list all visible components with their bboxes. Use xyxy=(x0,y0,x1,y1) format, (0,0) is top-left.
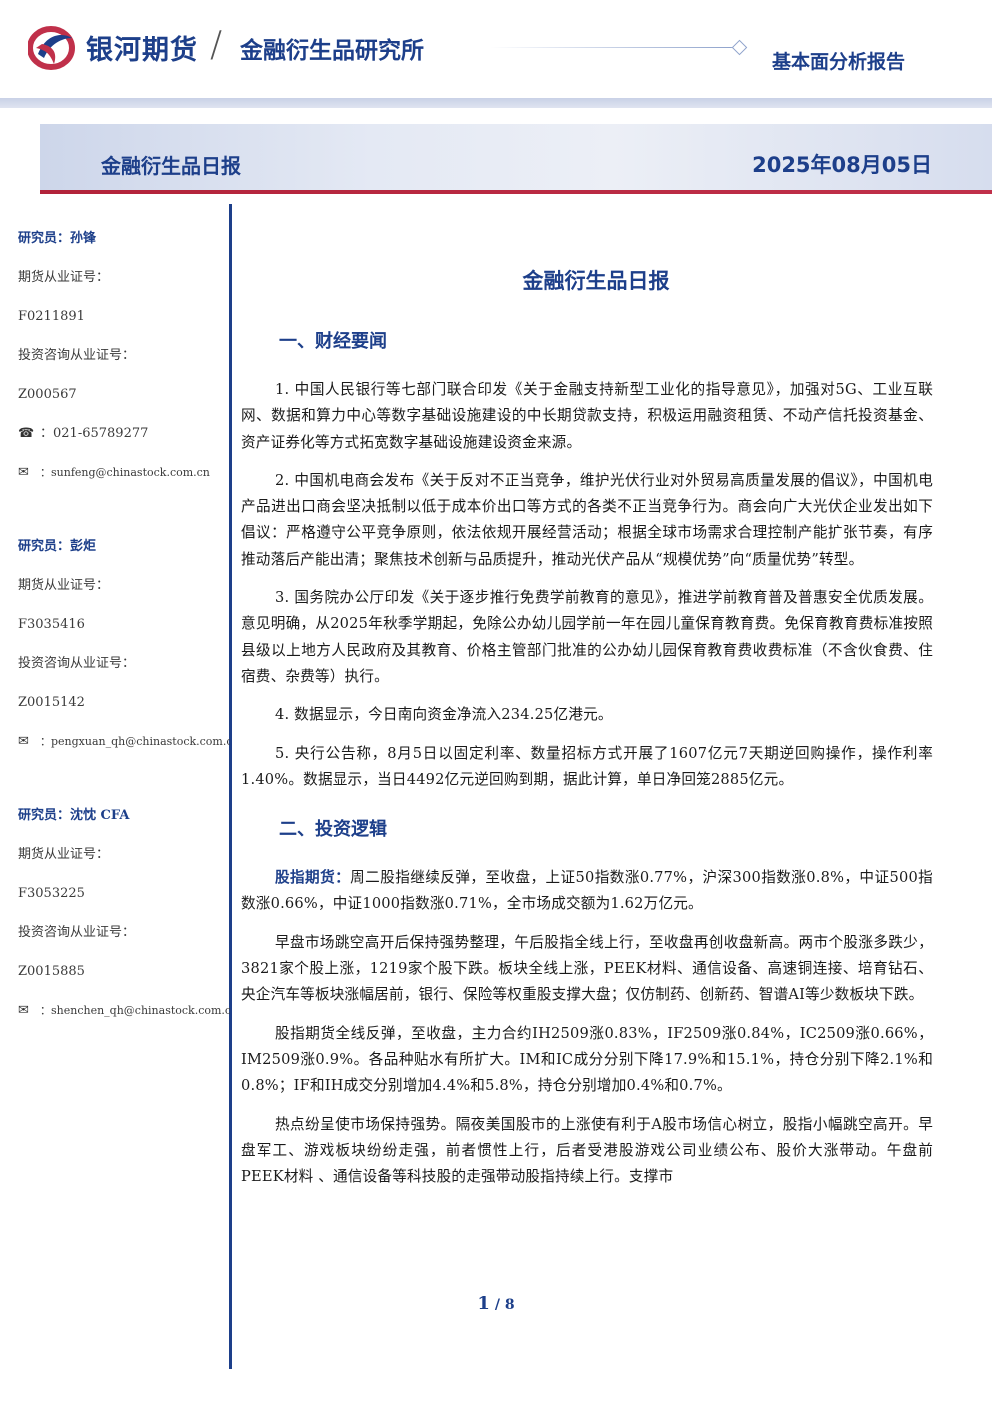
futures-license-label: 期货从业证号： xyxy=(18,578,110,593)
brand-slash: / xyxy=(210,24,223,65)
mail-icon: ✉ xyxy=(18,1003,29,1018)
title-banner xyxy=(40,124,992,190)
consult-license-label: 投资咨询从业证号： xyxy=(18,925,136,940)
phone-number: 021-65789277 xyxy=(53,426,149,441)
total-pages: 8 xyxy=(504,1297,515,1313)
futures-license-id: F3053225 xyxy=(18,886,85,901)
email-address[interactable]: pengxuan_qh@chinastock.com.cn xyxy=(51,735,230,748)
section-heading-news: 一、财经要闻 xyxy=(279,331,387,352)
page-separator: / xyxy=(489,1297,505,1313)
current-page: 1 xyxy=(477,1293,490,1314)
paragraph-body: 周二股指继续反弹，至收盘，上证50指数涨0.77%，沪深300指数涨0.8%，中… xyxy=(241,869,933,913)
report-header: 银河期货 / 金融衍生品研究所 基本面分析报告 xyxy=(0,0,992,100)
decorative-line xyxy=(490,47,733,48)
company-name: 银河期货 xyxy=(86,35,198,66)
news-paragraph: 3. 国务院办公厅印发《关于逐步推行免费学前教育的意见》，推进学前教育普及普惠安… xyxy=(241,589,933,685)
futures-license-id: F0211891 xyxy=(18,309,85,324)
mail-icon: ✉ xyxy=(18,465,29,480)
analyst-name: 研究员：孙锋 xyxy=(18,231,97,246)
institute-name: 金融衍生品研究所 xyxy=(240,38,424,64)
analyst-name: 研究员：彭炬 xyxy=(18,539,97,554)
main-content: 金融衍生品日报 一、财经要闻 1. 中国人民银行等七部门联合印发《关于金融支持新… xyxy=(241,260,933,1202)
consult-license-id: Z0015142 xyxy=(18,695,85,710)
logic-paragraph: 热点纷呈使市场保持强势。隔夜美国股市的上涨使有利于A股市场信心树立，股指小幅跳空… xyxy=(241,1115,933,1186)
analyst-card: 研究员：孙锋 期货从业证号： F0211891 投资咨询从业证号： Z00056… xyxy=(18,225,230,498)
analyst-email[interactable]: ✉：pengxuan_qh@chinastock.com.cn xyxy=(18,728,230,767)
banner-title: 金融衍生品日报 xyxy=(101,154,241,178)
news-paragraph: 1. 中国人民银行等七部门联合印发《关于金融支持新型工业化的指导意见》，加强对5… xyxy=(241,381,933,451)
consult-license-id: Z0015885 xyxy=(18,964,85,979)
analyst-email[interactable]: ✉：shenchen_qh@chinastock.com.cn xyxy=(18,997,230,1036)
page-number: 1 / 8 xyxy=(0,1293,992,1314)
section-heading-logic: 二、投资逻辑 xyxy=(279,819,387,841)
consult-license-id: Z000567 xyxy=(18,387,77,402)
logic-paragraph: 股指期货：周二股指继续反弹，至收盘，上证50指数涨0.77%，沪深300指数涨0… xyxy=(241,865,933,918)
document-title: 金融衍生品日报 xyxy=(522,269,670,293)
analyst-email[interactable]: ✉：sunfeng@chinastock.com.cn xyxy=(18,459,230,498)
header-band xyxy=(0,98,992,108)
logic-paragraph: 股指期货全线反弹，至收盘，主力合约IH2509涨0.83%，IF2509涨0.8… xyxy=(241,1024,933,1095)
diamond-icon xyxy=(731,39,748,56)
phone-icon: ☎ xyxy=(18,426,35,441)
consult-license-label: 投资咨询从业证号： xyxy=(18,348,136,363)
news-paragraph: 5. 央行公告称，8月5日以固定利率、数量招标方式开展了1607亿元7天期逆回购… xyxy=(241,744,933,788)
paragraph-lead: 股指期货： xyxy=(275,869,351,887)
report-type: 基本面分析报告 xyxy=(772,51,906,73)
analyst-sidebar: 研究员：孙锋 期货从业证号： F0211891 投资咨询从业证号： Z00056… xyxy=(18,225,230,1071)
logic-paragraph: 早盘市场跳空高开后保持强势整理，午后股指全线上行，至收盘再创收盘新高。两市个股涨… xyxy=(241,933,933,1004)
analyst-name: 研究员：沈忱 CFA xyxy=(18,808,130,823)
news-paragraph: 4. 数据显示，今日南向资金净流入234.25亿港元。 xyxy=(275,706,613,724)
galaxy-logo-icon xyxy=(28,26,75,70)
futures-license-label: 期货从业证号： xyxy=(18,847,110,862)
analyst-phone: ☎：021-65789277 xyxy=(18,420,230,459)
futures-license-id: F3035416 xyxy=(18,617,85,632)
email-address[interactable]: sunfeng@chinastock.com.cn xyxy=(51,466,210,479)
title-banner-underline xyxy=(40,190,992,194)
mail-icon: ✉ xyxy=(18,734,29,749)
futures-license-label: 期货从业证号： xyxy=(18,270,110,285)
analyst-card: 研究员：沈忱 CFA 期货从业证号： F3053225 投资咨询从业证号： Z0… xyxy=(18,802,230,1036)
report-date: 2025年08月05日 xyxy=(752,153,932,177)
consult-license-label: 投资咨询从业证号： xyxy=(18,656,136,671)
email-address[interactable]: shenchen_qh@chinastock.com.cn xyxy=(51,1004,230,1017)
analyst-card: 研究员：彭炬 期货从业证号： F3035416 投资咨询从业证号： Z00151… xyxy=(18,533,230,767)
news-paragraph: 2. 中国机电商会发布《关于反对不正当竞争，维护光伏行业对外贸易高质量发展的倡议… xyxy=(241,471,933,568)
sidebar-divider xyxy=(229,204,232,1369)
